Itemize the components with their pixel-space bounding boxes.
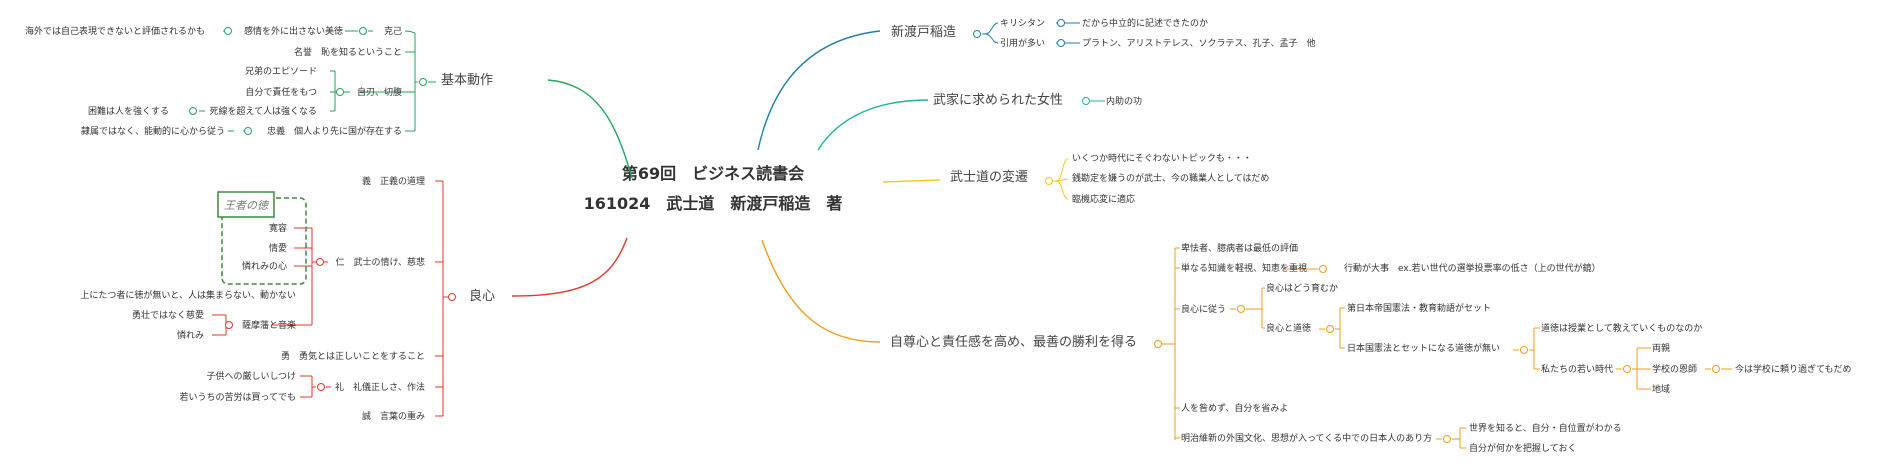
topic-label: 私たちの若い時代 [1541, 363, 1613, 375]
topic-label: 勇 勇気とは正しいことをすること [281, 350, 425, 362]
topic-label: 銭勘定を嫌うのが武士、今の職業人としてはだめ [1072, 172, 1269, 184]
topic-label: だから中立的に記述できたのか [1082, 17, 1208, 29]
topic-label: 第日本帝国憲法・教育勅語がセット [1347, 302, 1491, 314]
branch-pride-label: 自尊心と責任感を高め、最善の勝利を得る [890, 334, 1137, 350]
topic-label: 人を咎めず、自分を省みよ [1181, 402, 1288, 414]
topic-label: 両親 [1652, 342, 1670, 354]
collapse-toggle-icon[interactable] [448, 293, 456, 301]
topic-label: 良心はどう育むか [1266, 282, 1338, 294]
collapse-toggle-icon[interactable] [316, 258, 324, 266]
topic-label: 上にたつ者に徳が無いと、人は集まらない、動かない [80, 289, 296, 301]
topic-label: 卑怯者、臆病者は最低の評価 [1181, 242, 1298, 254]
change-connectors [1052, 158, 1069, 200]
topic-label: 忠義 個人より先に国が存在する [267, 125, 402, 137]
topic-label: 地域 [1652, 383, 1670, 395]
collapse-toggle-icon[interactable] [317, 383, 325, 391]
central-topic-subtitle: 161024 武士道 新渡戸稲造 著 [584, 194, 843, 213]
collapse-toggle-icon[interactable] [224, 27, 232, 35]
branch-change[interactable]: 武士道の変遷 いくつか時代にそぐわないトピックも・・・ 銭勘定を嫌うのが武士、今… [950, 153, 1269, 205]
topic-label: 自分が何かを把握しておく [1469, 442, 1576, 454]
topic-label: キリシタン [1000, 18, 1045, 29]
collapse-toggle-icon[interactable] [1326, 325, 1334, 333]
central-topic[interactable]: 第69回 ビジネス読書会 161024 武士道 新渡戸稲造 著 [584, 164, 843, 213]
topic-label: 自分で責任をもつ [245, 86, 317, 98]
topic-label: 良心と道徳 [1266, 322, 1311, 334]
topic-label: 憐れみの心 [242, 260, 287, 272]
collapse-toggle-icon[interactable] [1623, 365, 1631, 373]
topic-label: 自刃、切腹 [357, 86, 402, 98]
topic-label: 道徳は授業として教えていくものなのか [1541, 322, 1702, 334]
topic-label: 仁 武士の情け、慈悲 [335, 256, 425, 268]
collapse-toggle-icon[interactable] [419, 78, 427, 86]
topic-label: 単なる知識を軽視、知恵を重視 [1181, 262, 1307, 274]
topic-label: 日本国憲法とセットになる道徳が無い [1347, 342, 1500, 354]
branch-women-label: 武家に求められた女性 [933, 92, 1063, 108]
branch-basic-label: 基本動作 [441, 73, 493, 88]
topic-label: 克己 [384, 26, 402, 37]
collapse-toggle-icon[interactable] [1057, 19, 1065, 27]
topic-label: 行動が大事 ex.若い世代の選挙投票率の低さ（上の世代が鏡） [1344, 262, 1601, 274]
topic-label: 子供への厳しいしつけ [207, 370, 296, 382]
central-topic-title: 第69回 ビジネス読書会 [622, 164, 804, 183]
topic-label: 海外では自己表現できないと評価されるかも [25, 25, 205, 37]
pride-connectors [1159, 247, 1732, 449]
main-connectors [511, 30, 941, 343]
topic-label: いくつか時代にそぐわないトピックも・・・ [1072, 153, 1252, 164]
topic-label: 兄弟のエピソード [245, 65, 317, 77]
topic-label: 世界を知ると、自分・自位置がわかる [1469, 422, 1622, 434]
branch-conscience[interactable]: 良心 [80, 175, 495, 422]
topic-label: 引用が多い [1000, 37, 1045, 49]
topic-label: 隷属ではなく、能動的に心から従う [81, 125, 225, 137]
topic-label: 困難は人を強くする [88, 105, 169, 117]
topic-label: 憐れみ [177, 329, 204, 341]
topic-label: 情愛 [269, 242, 287, 254]
branch-nitobe[interactable]: 新渡戸稲造 キリシタン 引用が多い だから中立的に記述できたのか プラトン、アリ… [891, 17, 1315, 49]
boundary-label: 王者の徳 [224, 199, 270, 212]
collapse-toggle-icon[interactable] [225, 321, 233, 329]
conscience-connectors [212, 180, 448, 417]
topic-label: 義 正義の道理 [362, 175, 425, 187]
topic-label: 誠 言葉の重み [362, 410, 425, 422]
branch-nitobe-label: 新渡戸稲造 [891, 24, 956, 40]
topic-label: プラトン、アリストテレス、ソクラテス、孔子、孟子 他 [1082, 37, 1315, 49]
topic-label: 名誉 恥を知るということ [294, 46, 402, 58]
collapse-toggle-icon[interactable] [336, 88, 344, 96]
collapse-toggle-icon[interactable] [1154, 340, 1162, 348]
topic-label: 礼 礼儀正しさ、作法 [335, 381, 425, 393]
branch-women[interactable]: 武家に求められた女性 内助の功 [933, 92, 1142, 108]
collapse-toggle-icon[interactable] [1082, 97, 1090, 105]
topic-label: 寛容 [269, 222, 287, 234]
topic-label: 明治維新の外国文化、思想が入ってくる中での日本人のあり方 [1181, 432, 1432, 444]
topic-label: 今は学校に頼り過ぎてもだめ [1735, 363, 1852, 375]
topic-label: 死線を超えて人は強くなる [209, 105, 317, 117]
collapse-toggle-icon[interactable] [244, 127, 252, 135]
collapse-toggle-icon[interactable] [359, 27, 367, 35]
collapse-toggle-icon[interactable] [1057, 39, 1065, 47]
collapse-toggle-icon[interactable] [1443, 435, 1451, 443]
collapse-toggle-icon[interactable] [1712, 365, 1720, 373]
branch-pride[interactable]: 自尊心と責任感を高め、最善の勝利を得る [890, 242, 1852, 454]
topic-label: 内助の功 [1106, 95, 1142, 107]
branch-conscience-label: 良心 [469, 288, 495, 304]
collapse-toggle-icon[interactable] [1237, 305, 1245, 313]
collapse-toggle-icon[interactable] [1520, 346, 1528, 354]
collapse-toggle-icon[interactable] [189, 107, 197, 115]
branch-change-label: 武士道の変遷 [950, 169, 1028, 185]
topic-label: 感情を外に出さない美徳 [244, 25, 343, 37]
basic-connectors [199, 30, 436, 132]
topic-label: 薩摩藩と音楽 [242, 319, 296, 331]
branch-basic[interactable]: 基本動作 克己 感情を外に出さない美徳 海外 [25, 25, 493, 137]
collapse-toggle-icon[interactable] [1045, 177, 1053, 185]
topic-label: 勇壮ではなく慈愛 [132, 309, 204, 321]
collapse-toggle-icon[interactable] [1319, 265, 1327, 273]
topic-label: 臨機応変に適応 [1072, 193, 1135, 205]
topic-label: 良心に従う [1181, 303, 1226, 315]
collapse-toggle-icon[interactable] [973, 30, 981, 38]
topic-label: 若いうちの苦労は買ってでも [179, 391, 296, 403]
topic-label: 学校の恩師 [1652, 363, 1697, 375]
boundary-label-box[interactable] [217, 191, 275, 218]
